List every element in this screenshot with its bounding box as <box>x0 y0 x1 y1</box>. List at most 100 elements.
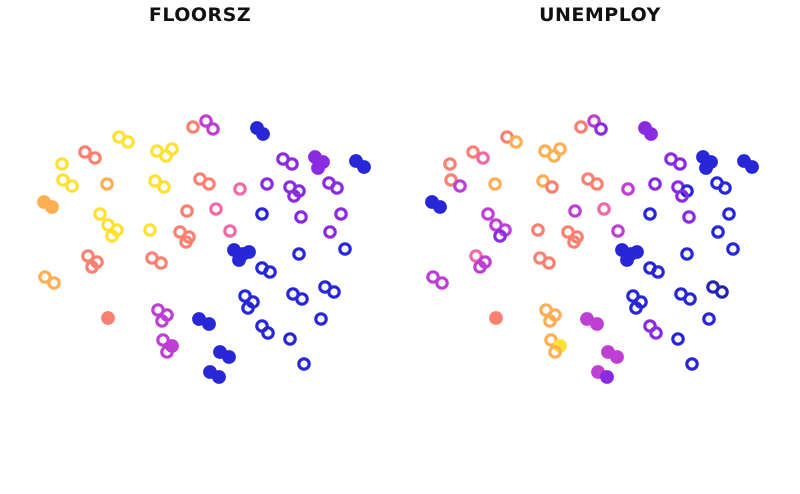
scatter-point <box>199 114 213 128</box>
scatter-point <box>81 249 95 263</box>
scatter-point <box>154 256 168 270</box>
scatter-point <box>542 256 556 270</box>
scatter-point <box>160 345 174 359</box>
scatter-point <box>590 317 604 331</box>
scatter-point <box>105 229 119 243</box>
scatter-point <box>651 265 665 279</box>
scatter-point <box>435 276 449 290</box>
scatter-point <box>212 370 226 384</box>
scatter-point <box>536 174 550 188</box>
scatter-point <box>509 135 523 149</box>
scatter-point <box>644 127 658 141</box>
scatter-point <box>545 180 559 194</box>
scatter-point <box>285 157 299 171</box>
scatter-point <box>543 314 557 328</box>
scatter-point <box>715 285 729 299</box>
scatter-point <box>685 357 699 371</box>
scatter-point <box>100 177 114 191</box>
scatter-point <box>233 182 247 196</box>
scatter-point <box>567 235 581 249</box>
scatter-point <box>242 245 256 259</box>
scatter-point <box>47 276 61 290</box>
scatter-point <box>680 247 694 261</box>
panel-title-unemploy: UNEMPLOY <box>539 4 661 26</box>
scatter-point <box>702 312 716 326</box>
scatter-point <box>222 350 236 364</box>
scatter-point <box>294 210 308 224</box>
scatter-point <box>143 223 157 237</box>
scatter-point <box>466 145 480 159</box>
scatter-point <box>206 122 220 136</box>
scatter-point <box>323 225 337 239</box>
scatter-point <box>630 245 644 259</box>
scatter-point <box>590 177 604 191</box>
scatter-point <box>476 151 490 165</box>
scatter-point <box>157 180 171 194</box>
scatter-point <box>629 301 643 315</box>
scatter-point <box>493 229 507 243</box>
scatter-point <box>587 114 601 128</box>
scatter-point <box>544 333 558 347</box>
scatter-point <box>745 160 759 174</box>
scatter-point <box>101 311 115 325</box>
scatter-point <box>671 332 685 346</box>
scatter-point <box>186 120 200 134</box>
scatter-point <box>600 370 614 384</box>
scatter-point <box>621 182 635 196</box>
scatter-point <box>357 160 371 174</box>
scatter-point <box>209 202 223 216</box>
scatter-point <box>261 326 275 340</box>
scatter-point <box>292 247 306 261</box>
scatter-point <box>553 142 567 156</box>
scatter-point <box>675 189 689 203</box>
scatter-point <box>334 207 348 221</box>
scatter-point <box>682 210 696 224</box>
scatter-point <box>574 120 588 134</box>
scatter-point <box>338 242 352 256</box>
scatter-point <box>255 207 269 221</box>
scatter-point <box>241 301 255 315</box>
scatter-point <box>88 151 102 165</box>
scatter-point <box>148 174 162 188</box>
scatter-point <box>718 181 732 195</box>
scatter-point <box>78 145 92 159</box>
scatter-point <box>453 179 467 193</box>
scatter-point <box>722 207 736 221</box>
scatter-point <box>38 270 52 284</box>
scatter-point <box>263 265 277 279</box>
scatter-point <box>165 142 179 156</box>
scatter-point <box>620 253 634 267</box>
scatter-point <box>283 332 297 346</box>
unemploy-panel <box>425 114 759 384</box>
scatter-point <box>311 161 325 175</box>
scatter-point <box>232 253 246 267</box>
scatter-point <box>202 317 216 331</box>
scatter-point <box>648 177 662 191</box>
scatter-point <box>56 173 70 187</box>
scatter-point <box>327 285 341 299</box>
scatter-point <box>548 345 562 359</box>
scatter-point <box>711 225 725 239</box>
scatter-point <box>65 179 79 193</box>
scatter-point <box>489 311 503 325</box>
scatter-point <box>314 312 328 326</box>
scatter-point <box>156 333 170 347</box>
scatter-point <box>121 135 135 149</box>
scatter-point <box>55 157 69 171</box>
scatter-point <box>568 204 582 218</box>
scatter-point <box>202 177 216 191</box>
scatter-point <box>295 292 309 306</box>
scatter-point <box>649 326 663 340</box>
scatter-point <box>433 200 447 214</box>
scatter-point <box>260 177 274 191</box>
scatter-point <box>594 122 608 136</box>
scatter-point <box>426 270 440 284</box>
scatter-point <box>297 357 311 371</box>
scatter-point <box>531 223 545 237</box>
scatter-point <box>85 260 99 274</box>
scatter-point <box>180 204 194 218</box>
scatter-point <box>683 292 697 306</box>
floorsz-panel <box>37 114 371 384</box>
